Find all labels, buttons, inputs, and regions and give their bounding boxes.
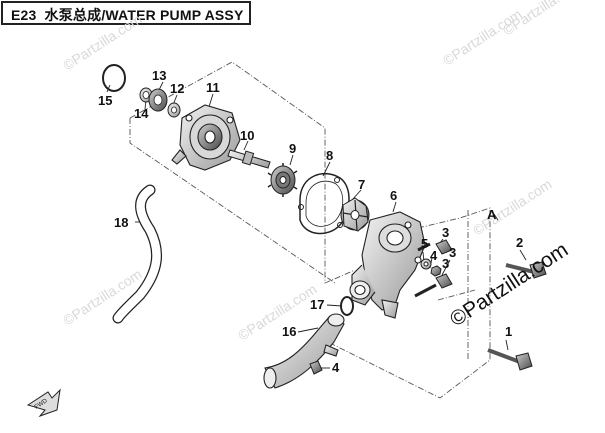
- callout-7: 7: [358, 177, 365, 192]
- pump-body-part-6: [349, 211, 426, 319]
- bolt-part-2: [505, 261, 547, 279]
- callout-6: 6: [390, 188, 397, 203]
- diagram-code: E23: [11, 7, 37, 23]
- callout-12: 12: [170, 81, 184, 96]
- shaft-part-10: [227, 149, 271, 169]
- gasket-part-8: [298, 172, 350, 235]
- hose-part-18: [112, 184, 163, 324]
- callout-11: 11: [206, 80, 220, 95]
- callout-3: 3: [442, 225, 449, 240]
- gear-part-9: [267, 163, 298, 197]
- washer-part-12: [167, 102, 181, 118]
- bolt-part-4-lower: [309, 360, 323, 375]
- callout-4: 4: [430, 248, 438, 263]
- pipe-part-16: [263, 313, 345, 389]
- callout-10: 10: [240, 128, 254, 143]
- callout-18: 18: [114, 215, 128, 230]
- callout-3: 3: [449, 245, 456, 260]
- diagram-title-box: E23 水泵总成/WATER PUMP ASSY: [1, 1, 251, 25]
- callout-labels: 1 2 3 3 3 4 4 5 6 7 8 9 10 11 12 13 14 1…: [98, 68, 523, 375]
- callout-4: 4: [332, 360, 340, 375]
- o-ring-part-17: [340, 296, 354, 316]
- o-ring-part-15: [102, 64, 126, 92]
- bolt-part-1: [487, 348, 533, 371]
- impeller-part-7: [340, 197, 370, 232]
- callout-15: 15: [98, 93, 112, 108]
- fwd-arrow-icon: FWD: [26, 388, 61, 418]
- bolt-part-3: [417, 239, 453, 255]
- callout-9: 9: [289, 141, 296, 156]
- callout-13: 13: [152, 68, 166, 83]
- callout-2: 2: [516, 235, 523, 250]
- oil-seal-part-13: [148, 88, 168, 112]
- callout-16: 16: [282, 324, 296, 339]
- callout-14: 14: [134, 106, 149, 121]
- section-label-a: A: [487, 207, 497, 222]
- nut-part-4: [430, 265, 442, 277]
- diagram-title: E23 水泵总成/WATER PUMP ASSY: [11, 5, 244, 25]
- diagram-title-text: 水泵总成/WATER PUMP ASSY: [44, 7, 244, 23]
- leader-lines: [106, 81, 527, 369]
- pump-cover-part-11: [171, 104, 241, 171]
- callout-1: 1: [505, 324, 512, 339]
- assembly-outline: [129, 61, 491, 399]
- washer-part-5: [420, 258, 432, 270]
- bolt-part-3: [414, 273, 453, 298]
- callout-8: 8: [326, 148, 333, 163]
- callout-17: 17: [310, 297, 324, 312]
- callout-3: 3: [442, 256, 449, 271]
- callout-5: 5: [421, 236, 428, 251]
